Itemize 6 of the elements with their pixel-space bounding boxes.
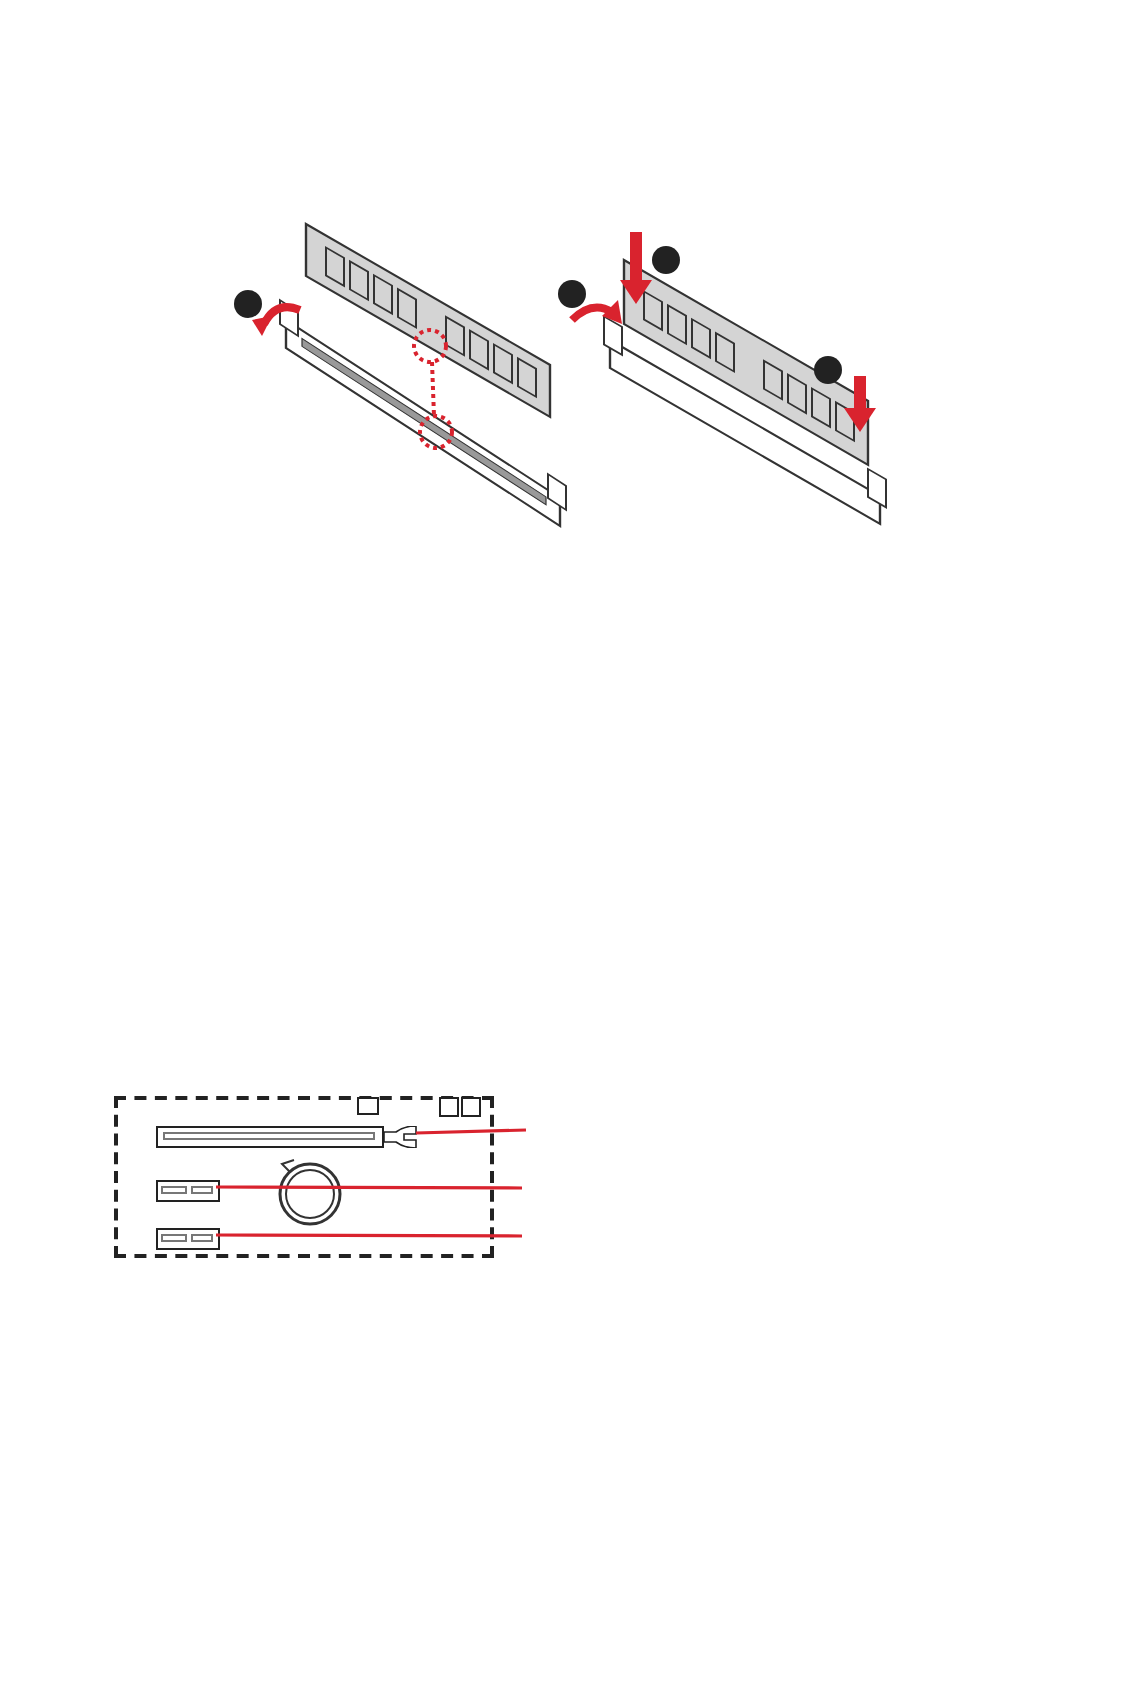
board-outline	[114, 1096, 494, 1258]
leader-line	[216, 1185, 522, 1190]
expansion-slot	[156, 1126, 420, 1148]
leader-line	[216, 1233, 522, 1238]
expansion-slot	[156, 1228, 220, 1250]
expansion-slot	[156, 1180, 220, 1202]
